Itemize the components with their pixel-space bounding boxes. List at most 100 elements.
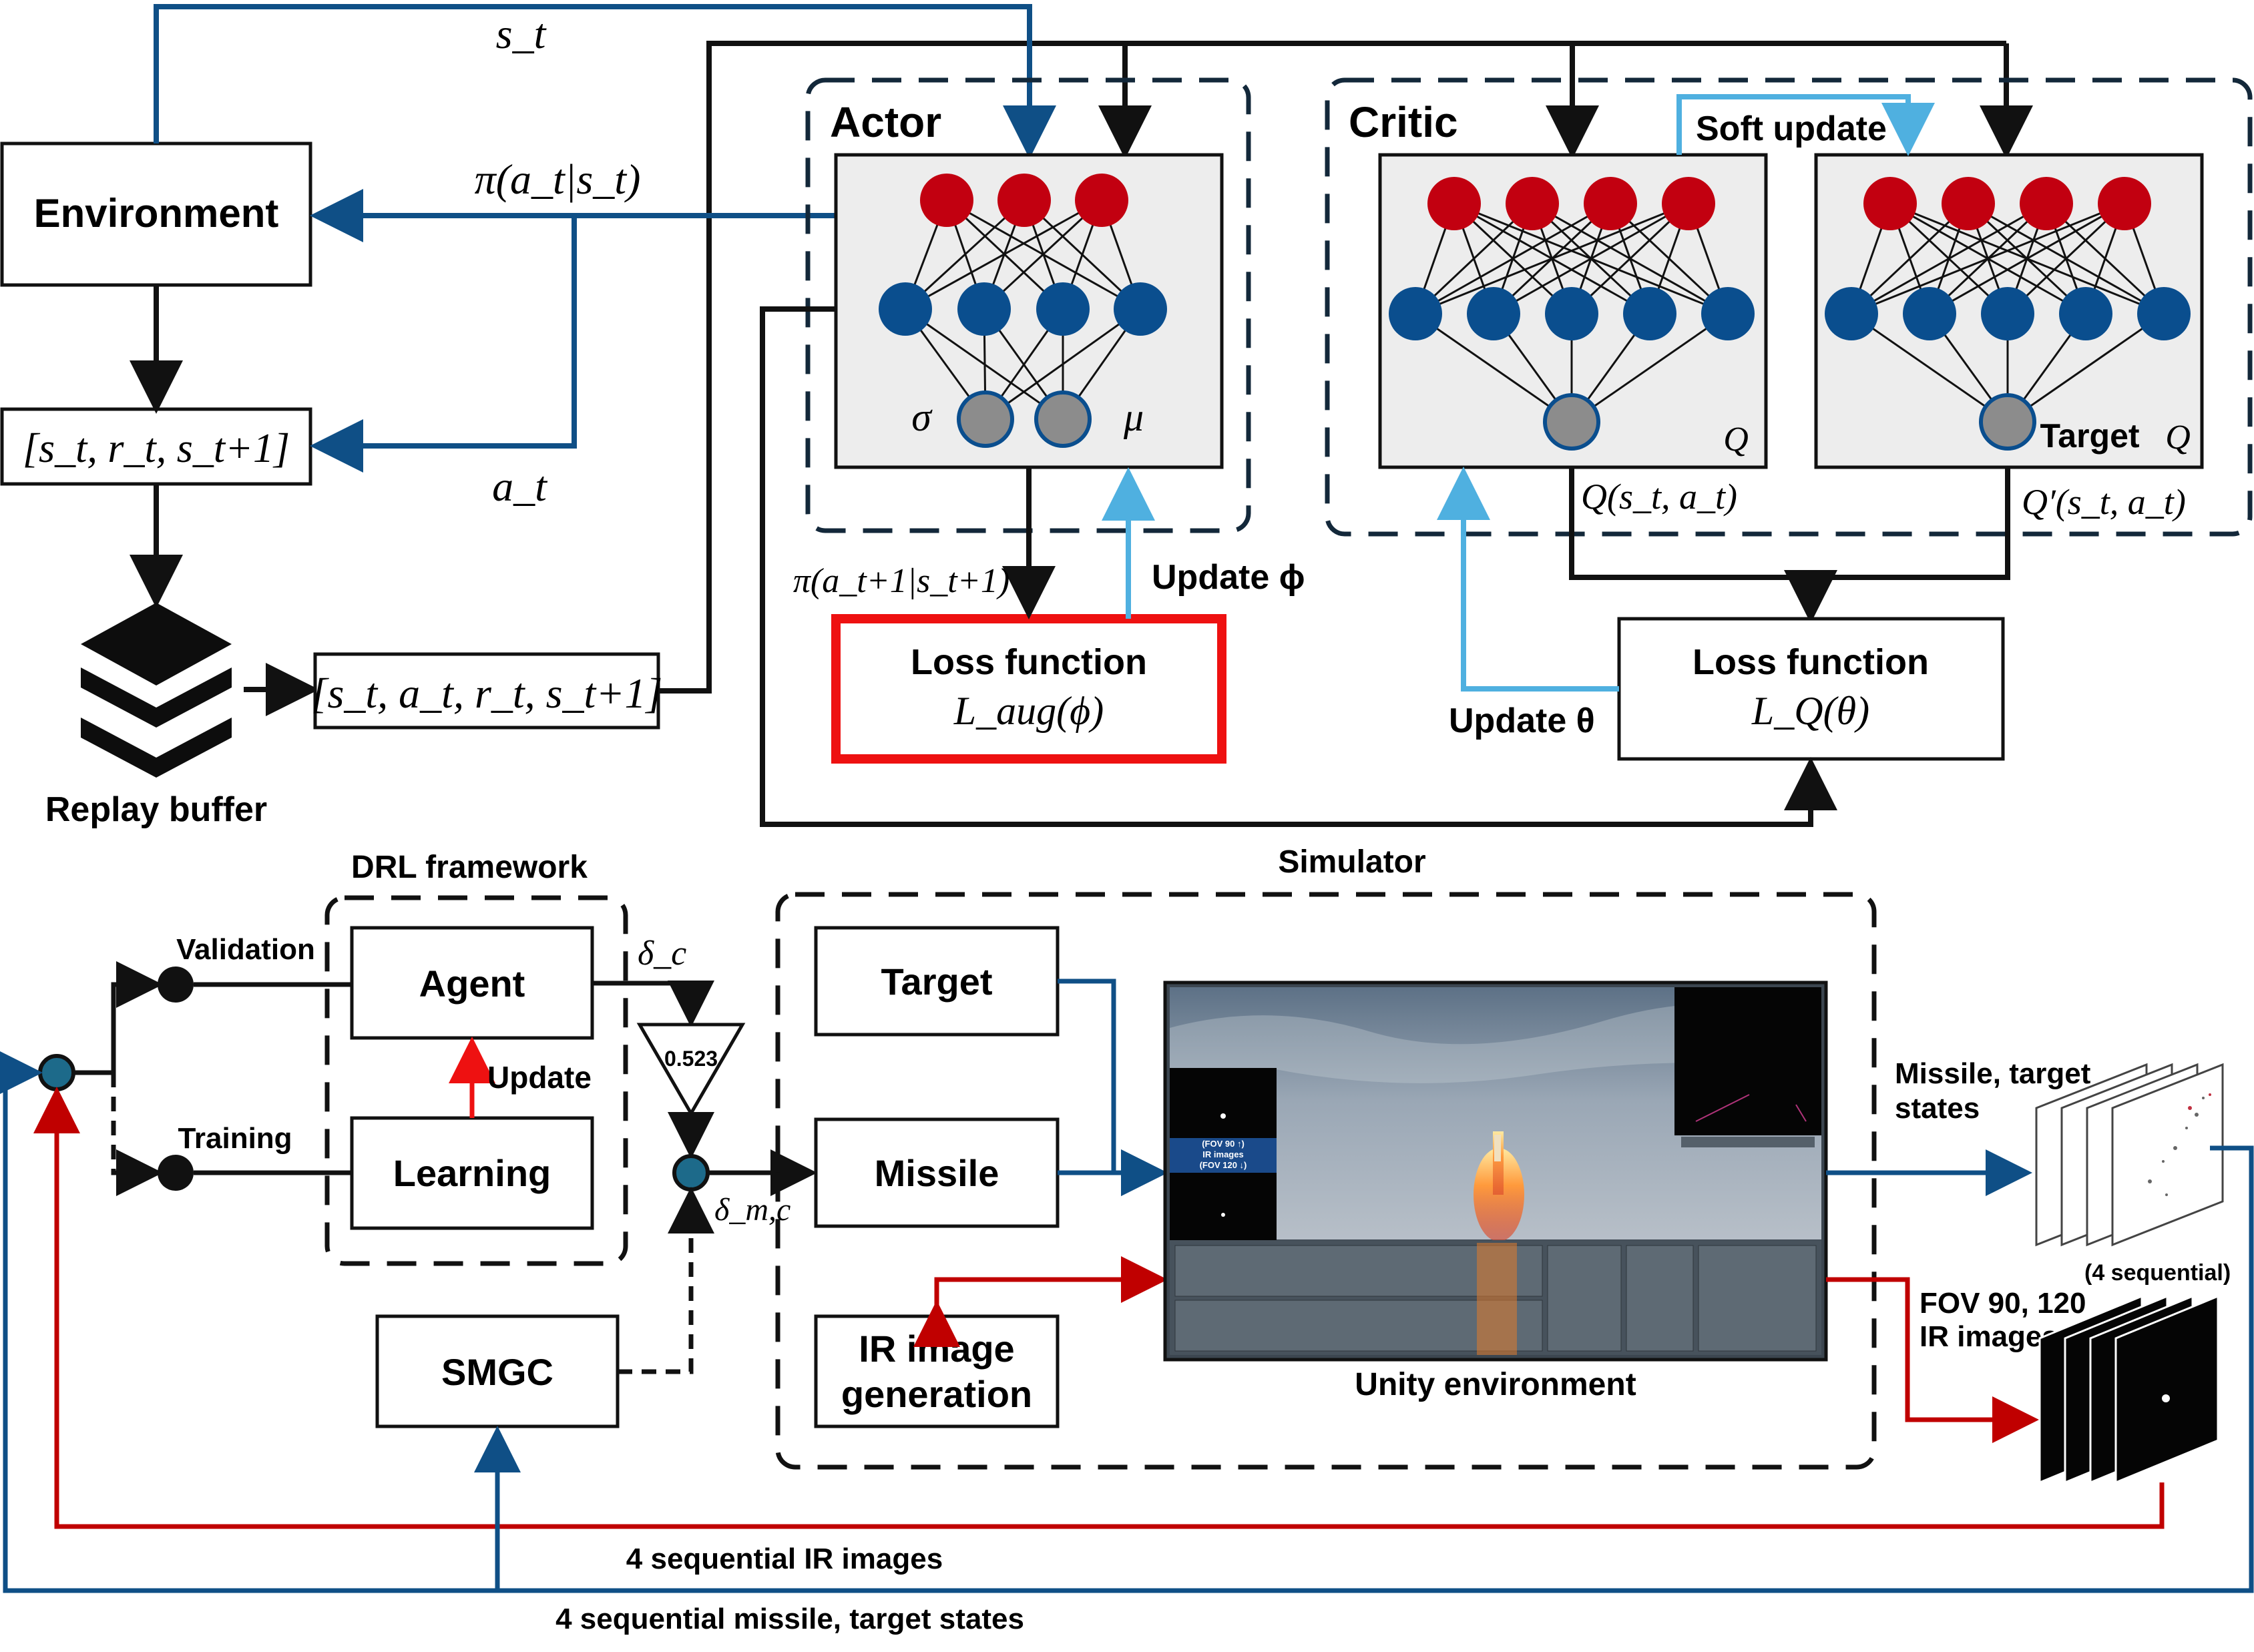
replay-buffer-icon bbox=[81, 603, 232, 778]
learning-label: Learning bbox=[393, 1152, 551, 1194]
feedback-ir-label: 4 sequential IR images bbox=[626, 1543, 943, 1575]
sample-bus-line bbox=[658, 41, 2006, 694]
unity-overlay-3: (FOV 120 ↓) bbox=[1200, 1160, 1247, 1170]
unity-flame-reflection bbox=[1477, 1243, 1517, 1355]
sequential-label: (4 sequential) bbox=[2084, 1260, 2231, 1286]
ir-feedback-loop bbox=[33, 1087, 2165, 1529]
gain-block bbox=[636, 1023, 746, 1117]
update-theta-label: Update θ bbox=[1449, 702, 1595, 740]
ir-image-stack bbox=[2038, 1294, 2219, 1484]
actor-to-critic-loss-arrow bbox=[760, 306, 1837, 827]
actor-network: σ μ bbox=[834, 153, 1224, 469]
soft-update-label: Soft update bbox=[1696, 109, 1887, 148]
training-branch bbox=[111, 1073, 163, 1196]
states-feedback-loop bbox=[0, 1049, 2254, 1593]
environment-label: Environment bbox=[34, 191, 279, 236]
state-plots-stack bbox=[2035, 1063, 2224, 1247]
update-theta-arrow bbox=[1437, 467, 1619, 692]
target-label: Target bbox=[881, 960, 993, 1003]
unity-screenshot: (FOV 90 ↑) IR images (FOV 120 ↓) bbox=[1163, 981, 1828, 1362]
fov-label-1: FOV 90, 120 bbox=[1920, 1287, 2086, 1320]
critic-loss-title: Loss function bbox=[1693, 642, 1929, 682]
input-junction bbox=[38, 1054, 75, 1091]
unity-ir-dot-1 bbox=[1220, 1113, 1226, 1119]
q-value-label: Q(s_t, a_t) bbox=[1581, 477, 1737, 517]
bottom-section: DRL framework Agent Learning Update Vali… bbox=[0, 844, 2254, 1635]
q-prime-value-label: Q′(s_t, a_t) bbox=[2022, 482, 2186, 522]
sum-junction bbox=[672, 1154, 710, 1191]
update-phi-label: Update ϕ bbox=[1152, 558, 1305, 597]
unity-clouds bbox=[1170, 1004, 1821, 1083]
critic-input-nodes bbox=[1427, 177, 1715, 230]
target-to-unity-arrow bbox=[1058, 979, 1168, 1196]
agent-output-arrow bbox=[592, 981, 714, 1027]
action-label: a_t bbox=[492, 463, 548, 510]
unity-minimap-track-2 bbox=[1795, 1104, 1807, 1122]
unity-overlay-2: IR images bbox=[1202, 1149, 1243, 1159]
unity-ir-dot-2 bbox=[1221, 1213, 1225, 1217]
critic-title: Critic bbox=[1349, 98, 1458, 146]
unity-ir-caption-bg bbox=[1170, 1138, 1277, 1173]
sigma-label: σ bbox=[911, 395, 933, 439]
action-arrow bbox=[310, 216, 577, 473]
replay-buffer-label: Replay buffer bbox=[45, 790, 267, 829]
critic-loss-formula: L_Q(θ) bbox=[1751, 689, 1869, 733]
soft-update-arrow bbox=[1676, 94, 1935, 156]
drl-framework-label: DRL framework bbox=[351, 850, 588, 885]
actor-head-nodes bbox=[957, 390, 1092, 448]
top-section: Environment [s_t, r_t, s_t+1] Replay buf… bbox=[0, 4, 2253, 829]
critic-loss-box bbox=[1617, 617, 2005, 761]
smgc-label: SMGC bbox=[441, 1351, 553, 1393]
mu-label: μ bbox=[1123, 395, 1144, 439]
target-network: Target Q bbox=[1814, 153, 2204, 469]
training-label: Training bbox=[178, 1122, 292, 1155]
actor-hidden-nodes bbox=[879, 282, 1167, 336]
unity-missile-body bbox=[1494, 1135, 1501, 1161]
policy-label: π(a_t|s_t) bbox=[475, 156, 641, 203]
feedback-states-label: 4 sequential missile, target states bbox=[555, 1603, 1024, 1635]
target-hidden-nodes bbox=[1825, 287, 2191, 340]
smgc-to-sum-arrow bbox=[618, 1187, 714, 1374]
unity-minimap bbox=[1674, 987, 1821, 1135]
actor-loss-formula: L_aug(ϕ) bbox=[953, 689, 1104, 733]
states-label-2: states bbox=[1895, 1092, 1980, 1125]
missile-box bbox=[814, 1117, 1060, 1228]
actor-title: Actor bbox=[830, 98, 941, 146]
delta-c-label: δ_c bbox=[638, 934, 686, 973]
validation-node bbox=[158, 967, 194, 1003]
unity-minimap-track bbox=[1695, 1094, 1750, 1122]
target-input-nodes bbox=[1863, 177, 2151, 230]
unity-label: Unity environment bbox=[1355, 1367, 1636, 1402]
environment-box bbox=[0, 142, 312, 287]
unity-overlay-1: (FOV 90 ↑) bbox=[1202, 1139, 1245, 1149]
ir-generation-link bbox=[913, 1256, 1168, 1347]
unity-to-ir-arrow bbox=[1826, 1277, 2039, 1443]
actor-output-nodes bbox=[920, 174, 1128, 227]
simulator-label: Simulator bbox=[1278, 844, 1425, 880]
transition-short-box bbox=[0, 407, 312, 486]
validation-branch bbox=[111, 961, 163, 1073]
unity-minimap-controls bbox=[1681, 1137, 1815, 1147]
ir-generation-label-1: IR image bbox=[859, 1328, 1014, 1370]
critic-network: Q bbox=[1378, 153, 1768, 469]
q-network-label: Q bbox=[1723, 421, 1749, 459]
next-policy-label: π(a_t+1|s_t+1) bbox=[793, 562, 1009, 600]
validation-label: Validation bbox=[176, 933, 315, 966]
target-output-node bbox=[1979, 393, 2036, 451]
update-label: Update bbox=[487, 1060, 592, 1095]
gain-value: 0.523 bbox=[664, 1047, 718, 1071]
training-node bbox=[158, 1155, 194, 1191]
transition-short-label: [s_t, r_t, s_t+1] bbox=[23, 426, 290, 471]
fov-label-2: IR images bbox=[1920, 1320, 2058, 1353]
critic-hidden-nodes bbox=[1389, 287, 1755, 340]
critic-container bbox=[1325, 77, 2253, 537]
agent-label: Agent bbox=[419, 962, 525, 1005]
actor-loss-title: Loss function bbox=[911, 642, 1147, 682]
target-q-word: Target bbox=[2040, 417, 2139, 455]
missile-label: Missile bbox=[875, 1152, 999, 1194]
transition-full-box bbox=[313, 652, 660, 730]
critic-output-node bbox=[1543, 393, 1600, 451]
target-q-symbol: Q bbox=[2165, 419, 2191, 457]
state-arrow bbox=[154, 4, 1056, 159]
